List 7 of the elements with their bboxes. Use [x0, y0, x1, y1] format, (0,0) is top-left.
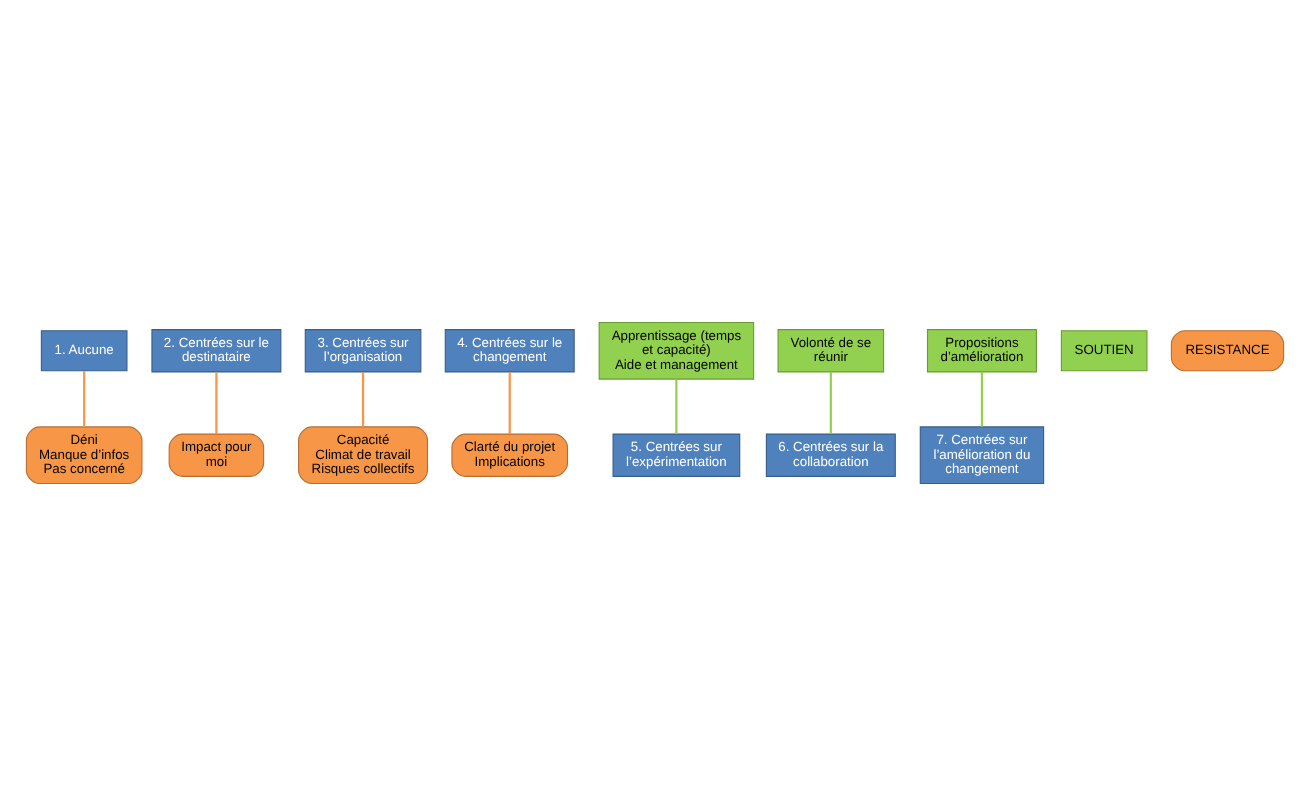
connector — [980, 372, 984, 427]
connector — [215, 372, 218, 434]
connector — [829, 372, 832, 434]
connector — [83, 371, 86, 427]
connector — [675, 379, 678, 435]
connector — [361, 372, 365, 427]
connector — [508, 372, 511, 434]
